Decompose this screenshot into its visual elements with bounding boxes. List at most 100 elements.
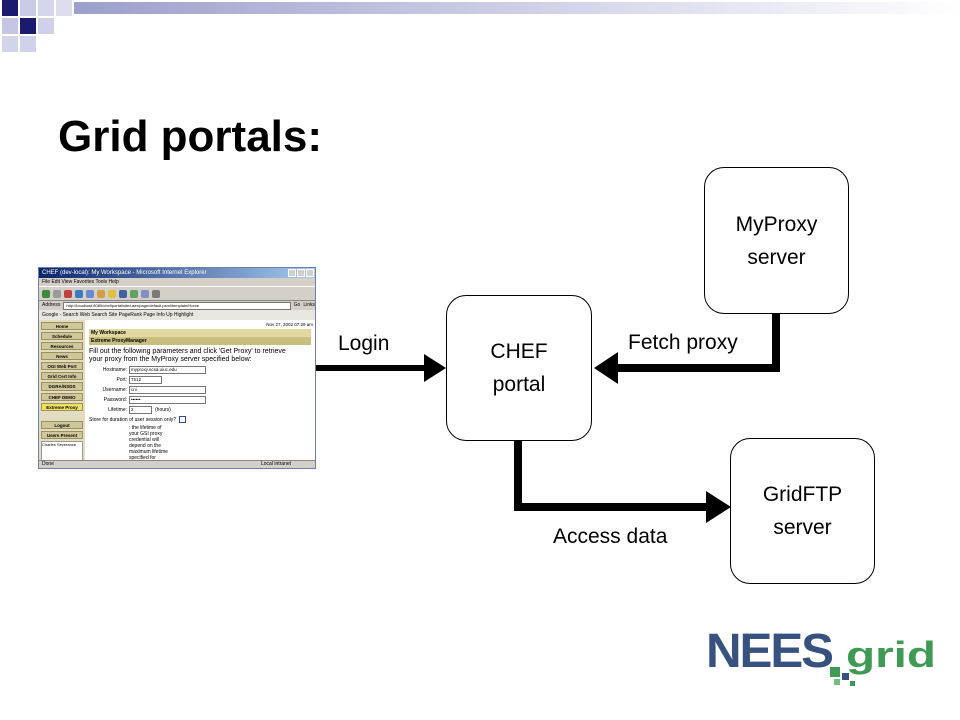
- top-gradient-bar: [74, 2, 960, 14]
- instructions-text: Fill out the following parameters and cl…: [89, 348, 286, 363]
- sidebar-item-extreme-proxy[interactable]: Extreme Proxy: [41, 402, 83, 411]
- access-data-label: Access data: [553, 525, 668, 548]
- fetch-proxy-arrowhead: [594, 352, 618, 384]
- users-present-list: Charles Severance: [41, 440, 83, 462]
- chef-sidebar: Home Schedule Resources News OGI Web Por…: [39, 320, 85, 462]
- login-label: Login: [338, 332, 390, 355]
- corner-square-light: [20, 36, 36, 52]
- corner-square-light: [38, 18, 54, 34]
- chef-portal-node: CHEF portal: [446, 295, 592, 441]
- corner-square-light: [56, 0, 72, 16]
- sidebar-item-grid-cert-info[interactable]: Grid Cert Info: [41, 372, 83, 381]
- workspace-breadcrumb[interactable]: My Workspace: [89, 329, 311, 337]
- store-row: Store for duration of user session only?: [89, 416, 311, 423]
- sidebar-item-ogi-web-port[interactable]: OGI Web Port: [41, 362, 83, 371]
- refresh-icon[interactable]: [75, 289, 83, 298]
- google-toolbar[interactable]: Google - Search Web Search Site PageRank…: [39, 310, 315, 320]
- neesgrid-logo: NEES grid: [706, 625, 936, 686]
- corner-square-light: [20, 0, 36, 16]
- address-input[interactable]: http://localhost:8080/chef/portal/site/u…: [63, 301, 291, 310]
- home-icon[interactable]: [86, 289, 94, 298]
- close-icon[interactable]: [306, 269, 314, 277]
- browser-toolbar: [39, 286, 315, 301]
- tool-title: Extreme ProxyManager: [89, 337, 311, 345]
- browser-title-bar: CHEF (dev-local): My Workspace - Microso…: [39, 268, 315, 278]
- browser-status-bar: Done Local intranet: [39, 460, 315, 468]
- logo-nees-text: NEES: [706, 625, 833, 678]
- logout-button[interactable]: Logout: [41, 420, 83, 429]
- corner-square-light: [2, 18, 18, 34]
- myproxy-server-node: MyProxy server: [704, 167, 849, 314]
- history-icon[interactable]: [130, 289, 138, 298]
- zone-text: Local intranet: [261, 461, 292, 467]
- corner-square-dark: [2, 0, 18, 16]
- store-checkbox[interactable]: [179, 416, 186, 423]
- window-controls: [288, 269, 314, 277]
- lifetime-input[interactable]: 2: [129, 406, 152, 414]
- users-present-header: Users Present: [41, 430, 83, 439]
- forward-icon[interactable]: [53, 289, 61, 298]
- sidebar-item-news[interactable]: News: [41, 352, 83, 361]
- corner-square-dark: [20, 18, 36, 34]
- slide-title: Grid portals:: [58, 112, 323, 161]
- user-name: Charles Severance: [42, 441, 77, 447]
- links-label[interactable]: Links: [303, 302, 315, 308]
- logo-dot: [842, 673, 849, 680]
- mail-icon[interactable]: [141, 289, 149, 298]
- myproxy-server-label-line2: server: [747, 245, 806, 269]
- gridftp-server-label-line1: GridFTP: [762, 483, 843, 506]
- username-label: Username:: [102, 387, 127, 393]
- port-row: Port: 7512: [89, 376, 311, 384]
- login-arrowhead: [424, 354, 446, 382]
- address-bar: Address http://localhost:8080/chef/porta…: [39, 301, 315, 310]
- browser-menu-bar[interactable]: File Edit View Favorites Tools Help: [42, 279, 119, 285]
- logo-dot: [834, 679, 840, 685]
- logo-dot: [830, 667, 840, 677]
- sidebar-item-home[interactable]: Home: [41, 322, 83, 331]
- hostname-row: Hostname: myproxy.ncsa.uiuc.edu: [89, 366, 311, 374]
- sidebar-item-dgra[interactable]: DGRA/NSDS: [41, 382, 83, 391]
- proxy-manager-panel: Nov 27, 2002 07:29 am My Workspace Extre…: [85, 320, 315, 461]
- browser-content: Home Schedule Resources News OGI Web Por…: [39, 320, 315, 462]
- lifetime-unit: (hours): [155, 407, 171, 413]
- gridftp-server-label-line2: server: [773, 516, 832, 539]
- corner-square-light: [2, 36, 18, 52]
- chef-portal-label-line1: CHEF: [490, 340, 548, 363]
- logo-grid-text: grid: [846, 634, 936, 675]
- store-label: Store for duration of user session only?: [89, 416, 176, 423]
- password-label: Password:: [103, 397, 127, 403]
- fetch-proxy-arrow: [616, 314, 780, 372]
- username-input[interactable]: cni: [129, 386, 206, 394]
- lifetime-label: Lifetime:: [108, 407, 127, 413]
- favorites-icon[interactable]: [108, 289, 116, 298]
- hostname-input[interactable]: myproxy.ncsa.uiuc.edu: [129, 366, 206, 374]
- media-icon[interactable]: [119, 289, 127, 298]
- logo-dot: [850, 681, 855, 686]
- password-input[interactable]: ••••••: [129, 396, 206, 404]
- sidebar-item-chef-demo[interactable]: CHEF DEMO: [41, 392, 83, 401]
- minimize-icon[interactable]: [288, 269, 296, 277]
- browser-screenshot: CHEF (dev-local): My Workspace - Microso…: [38, 267, 316, 469]
- access-data-arrow: [514, 440, 708, 511]
- password-row: Password: ••••••: [89, 396, 311, 404]
- sidebar-item-resources[interactable]: Resources: [41, 342, 83, 351]
- sidebar-item-schedule[interactable]: Schedule: [41, 332, 83, 341]
- port-label: Port:: [116, 377, 127, 383]
- lifetime-note: : the lifetime of your GSI proxy credent…: [129, 425, 168, 461]
- stop-icon[interactable]: [64, 289, 72, 298]
- search-icon[interactable]: [97, 289, 105, 298]
- address-label: Address: [42, 302, 61, 308]
- username-row: Username: cni: [89, 386, 311, 394]
- back-icon[interactable]: [42, 289, 50, 298]
- chef-portal-label-line2: portal: [492, 373, 546, 396]
- maximize-icon[interactable]: [297, 269, 305, 277]
- print-icon[interactable]: [152, 289, 160, 298]
- fetch-proxy-label: Fetch proxy: [628, 331, 738, 354]
- port-input[interactable]: 7512: [129, 376, 162, 384]
- go-button[interactable]: Go: [293, 302, 301, 308]
- myproxy-server-label-line1: MyProxy: [735, 212, 818, 236]
- status-text: Done: [42, 461, 54, 467]
- date-text: Nov 27, 2002 07:29 am: [266, 322, 313, 327]
- corner-square-light: [38, 0, 54, 16]
